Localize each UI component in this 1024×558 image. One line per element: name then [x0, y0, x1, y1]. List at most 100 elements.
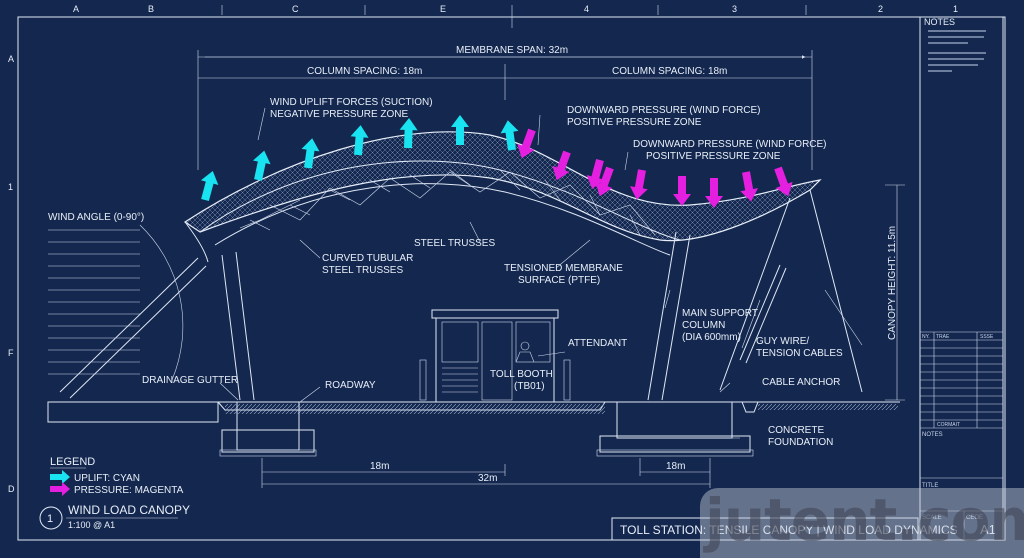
drawing-number: 1 [47, 513, 53, 525]
grid-ref: E [440, 4, 446, 14]
foundation-label: CONCRETE [768, 425, 824, 436]
left-support-column [221, 251, 255, 401]
uplift-legend-arrow [50, 470, 70, 484]
pressure-arrows [517, 128, 793, 208]
pressure-label-a: DOWNWARD PRESSURE (WIND FORCE) [567, 105, 761, 116]
guy-wire-label: GUY WIRE/ [756, 336, 809, 347]
rev-header: TRAE [936, 334, 950, 340]
pressure-arrow [586, 158, 605, 189]
rev-footer: CORMAIT [937, 422, 960, 428]
curved-trusses-label: CURVED TUBULAR [322, 253, 413, 264]
code-value: A1 [980, 522, 996, 537]
sheet-title: TOLL STATION: TENSILE CANOPY | WIND LOAD… [620, 523, 958, 537]
grid-ref: B [148, 4, 154, 14]
toll-booth: TOLL BOOTH (TB01) [419, 309, 571, 403]
watermark-band [700, 488, 1024, 558]
toll-booth-id: (TB01) [514, 381, 545, 392]
column-spacing-right: COLUMN SPACING: 18m [612, 66, 727, 77]
pressure-arrow [673, 176, 691, 206]
column-label-3: (DIA 600mm) [682, 332, 741, 343]
ground-section [47, 401, 900, 457]
curved-truss-lower [214, 183, 671, 256]
column-label: MAIN SUPPORT [682, 308, 758, 319]
pressure-arrow [517, 128, 536, 159]
code-label: CEOE [966, 515, 983, 521]
membrane-label: TENSIONED MEMBRANE [504, 263, 623, 274]
cable-anchor-label: CABLE ANCHOR [762, 377, 840, 388]
notes-label: NOTES [922, 432, 943, 438]
roadway-label: ROADWAY [325, 380, 376, 391]
attendant-figure [520, 341, 530, 351]
right-support-column [647, 231, 691, 401]
pressure-arrow [595, 166, 614, 197]
uplift-zone-label: NEGATIVE PRESSURE ZONE [270, 109, 409, 120]
grid-ref: D [8, 484, 15, 494]
uplift-arrow [500, 120, 519, 151]
span-dimensions: MEMBRANE SPAN: 32m COLUMN SPACING: 18m C… [197, 45, 813, 170]
curved-trusses-label-2: STEEL TRUSSES [322, 265, 403, 276]
toll-booth-label: TOLL BOOTH [490, 369, 553, 380]
bottom-dimensions: 18m 18m 32m [261, 458, 711, 488]
drawing-number-circle [39, 506, 63, 530]
grid-ref: 2 [878, 4, 883, 14]
legend: LEGEND UPLIFT: CYAN PRESSURE: MAGENTA 1 … [39, 456, 190, 530]
curved-truss-upper [199, 160, 681, 241]
roadway-hatch [225, 404, 605, 414]
grid-references: A B C E 4 3 2 1 A 1 F D [8, 4, 958, 494]
pressure-label-b: DOWNWARD PRESSURE (WIND FORCE) [633, 139, 827, 150]
grid-ref: F [8, 348, 14, 358]
sheet-border [17, 16, 1006, 541]
title-block: NOTES NY. TRAE SSSE CORMAIT NOTES TITLE … [611, 16, 1004, 541]
grid-ref: A [73, 4, 79, 14]
grid-ref: 1 [953, 4, 958, 14]
foundation-label-2: FOUNDATION [768, 437, 833, 448]
pressure-legend-arrow [50, 482, 70, 496]
canopy-structure [59, 131, 863, 401]
uplift-arrow [200, 171, 219, 202]
wind-angle-label: WIND ANGLE (0-90°) [48, 212, 144, 223]
grid-ref: A [8, 54, 14, 64]
uplift-arrow [399, 118, 418, 149]
column-label-2: COLUMN [682, 320, 725, 331]
wind-direction-lines: WIND ANGLE (0-90°) [48, 212, 184, 381]
pressure-zone-label-a: POSITIVE PRESSURE ZONE [567, 117, 702, 128]
legend-pressure: PRESSURE: MAGENTA [74, 485, 184, 496]
canopy-height-dimension: CANOPY HEIGHT: 11.5m [885, 184, 905, 401]
truss-web [269, 171, 656, 236]
pressure-arrow [630, 169, 648, 200]
dim-total: 32m [478, 473, 497, 484]
callouts: WIND UPLIFT FORCES (SUCTION) NEGATIVE PR… [142, 97, 863, 448]
uplift-arrow [350, 125, 369, 156]
grid-ref: 3 [732, 4, 737, 14]
legend-uplift: UPLIFT: CYAN [74, 473, 140, 484]
bollard [563, 359, 571, 401]
title-label: TITLE [922, 483, 938, 489]
drawing-title: WIND LOAD CANOPY [68, 503, 190, 517]
column-spacing-left: COLUMN SPACING: 18m [307, 66, 422, 77]
drawing-scale: 1:100 @ A1 [68, 520, 115, 530]
guy-wires [719, 189, 863, 393]
pressure-arrow [552, 150, 571, 181]
notes-heading: NOTES [924, 17, 955, 27]
rev-header: SSSE [980, 334, 994, 340]
grid-ref: 1 [8, 182, 13, 192]
guy-wire-label-2: TENSION CABLES [756, 348, 843, 359]
scale-label: SCALE [922, 515, 942, 521]
bollard [419, 359, 427, 401]
grid-ref: 4 [584, 4, 589, 14]
right-foundation [616, 401, 733, 439]
dim-left: 18m [370, 461, 389, 472]
legend-title: LEGEND [50, 456, 95, 468]
uplift-arrows [200, 115, 519, 202]
membrane-label-2: SURFACE (PTFE) [518, 275, 600, 286]
grid-ref: C [292, 4, 299, 14]
attendant-label: ATTENDANT [568, 338, 627, 349]
uplift-label: WIND UPLIFT FORCES (SUCTION) [270, 97, 433, 108]
pressure-arrow [740, 171, 758, 202]
dim-right: 18m [666, 461, 685, 472]
steel-trusses-label: STEEL TRUSSES [414, 238, 495, 249]
left-slab [47, 401, 219, 423]
pressure-zone-label-b: POSITIVE PRESSURE ZONE [646, 151, 781, 162]
watermark: jutent.com [705, 486, 1024, 554]
drainage-label: DRAINAGE GUTTER [142, 375, 238, 386]
